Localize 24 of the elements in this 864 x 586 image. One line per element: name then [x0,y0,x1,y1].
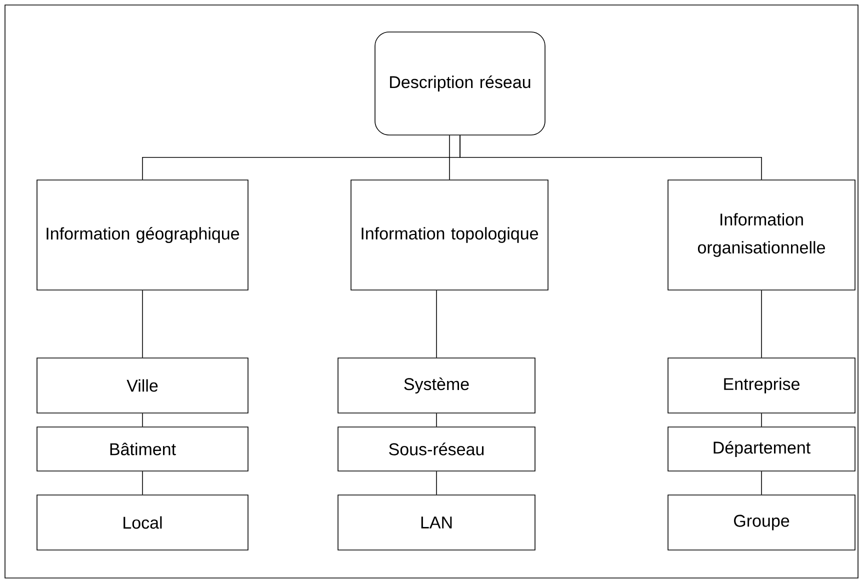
item-box: Ville [36,358,248,414]
category-box: Information organisationnelle [668,180,856,290]
connector-line [761,290,762,358]
connector-line [436,413,437,427]
connector-line [142,290,143,358]
item-box: Sous-réseau [338,426,536,472]
connector-line [436,471,437,495]
item-box: Local [36,494,248,550]
connector-line [142,471,143,495]
item-box: Groupe [668,494,856,550]
connector-line [449,135,450,180]
category-box: Information topologique [350,180,548,290]
item-box: Département [668,426,856,472]
connector-line [761,471,762,495]
connector-line [761,413,762,427]
category-box: Information géographique [36,180,248,290]
connector-line [142,413,143,427]
item-box: Entreprise [668,358,856,414]
connector-line [436,290,437,358]
item-box: Système [338,358,536,414]
root-box: Description réseau [374,32,546,136]
item-box: Bâtiment [36,426,248,472]
item-box: LAN [338,494,536,550]
connector-line [460,135,762,180]
